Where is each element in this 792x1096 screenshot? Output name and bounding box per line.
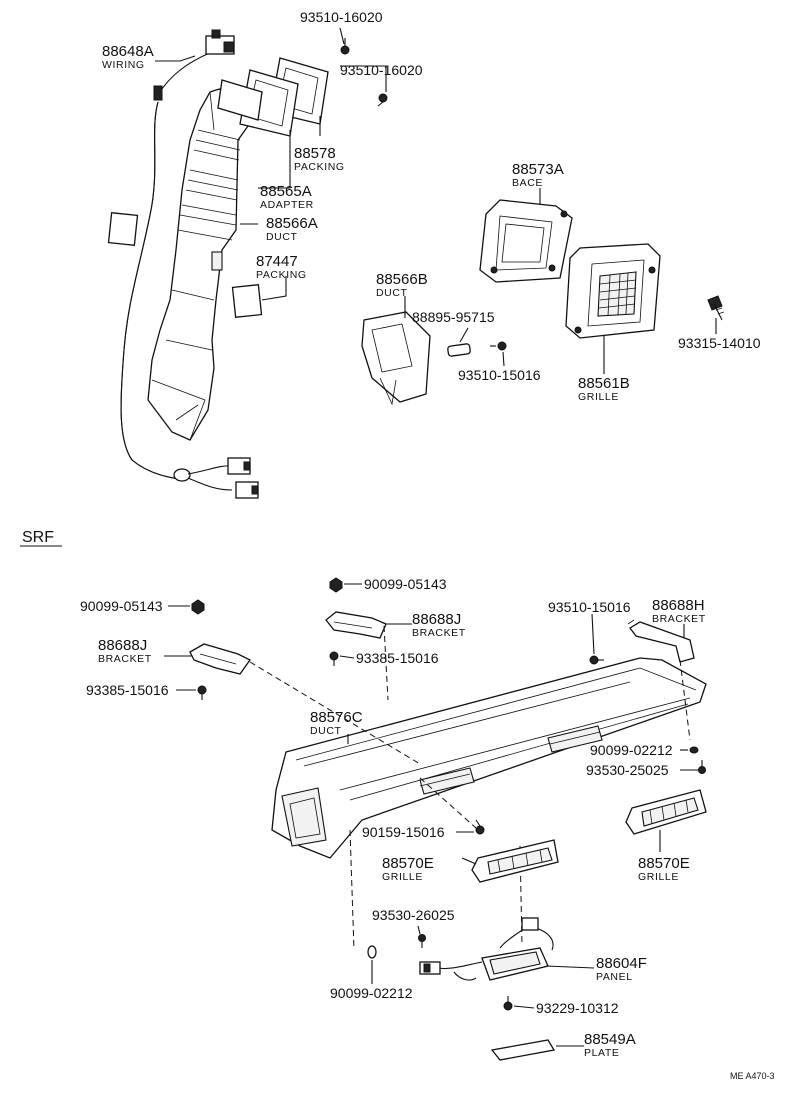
callout-c02-number: 93510-16020 bbox=[300, 9, 383, 25]
callout-c27-name: GRILLE bbox=[638, 871, 679, 883]
callout-c22-name: DUCT bbox=[310, 725, 342, 737]
grille-88561B-drawing bbox=[565, 243, 661, 339]
callout-c32-number: 88549A bbox=[584, 1031, 636, 1048]
bracket-88688H bbox=[629, 621, 695, 663]
callout-c27-number: 88570E bbox=[638, 855, 690, 872]
screw-93385-15016-mid bbox=[329, 651, 339, 666]
callout-c11-number: 93510-15016 bbox=[458, 367, 541, 383]
grille-88570E-center-drawing bbox=[471, 839, 559, 883]
panel-88604F-drawing bbox=[419, 917, 554, 981]
base-88573A-drawing bbox=[479, 199, 573, 283]
screw-90159-15016 bbox=[475, 819, 485, 835]
grille-88570E-right-drawing bbox=[625, 789, 707, 835]
screw-93229-10312 bbox=[503, 996, 513, 1011]
screw-93315-14010 bbox=[707, 295, 725, 321]
callout-c07-name: PACKING bbox=[256, 269, 307, 281]
screw-93530-26025 bbox=[418, 934, 426, 948]
callout-c30-number: 90099-02212 bbox=[330, 985, 413, 1001]
nut-90099-05143-left bbox=[191, 599, 205, 615]
callout-c09-number: 88566B bbox=[376, 271, 428, 288]
screw-93510-16020-b bbox=[377, 93, 388, 107]
bracket-88688J-left bbox=[189, 643, 251, 675]
clip-88895-95715 bbox=[447, 343, 471, 357]
callout-c01-name: WIRING bbox=[102, 59, 145, 71]
duct-88566A-drawing bbox=[147, 86, 271, 441]
callout-c17-number: 88688J bbox=[98, 637, 147, 654]
callout-c13-number: 93315-14010 bbox=[678, 335, 761, 351]
screw-93530-25025 bbox=[698, 760, 706, 774]
callout-c18-number: 93385-15016 bbox=[356, 650, 439, 666]
packing-pad-left bbox=[107, 212, 139, 246]
wiring-harness-drawing bbox=[120, 29, 259, 499]
washer-90099-02212-right bbox=[689, 746, 699, 754]
callout-c10-number: 88895-95715 bbox=[412, 309, 495, 325]
callout-c26-number: 88570E bbox=[382, 855, 434, 872]
callout-c14-number: 90099-05143 bbox=[364, 576, 447, 592]
callout-c09-name: DUCT bbox=[376, 287, 408, 299]
callout-c05-name: ADAPTER bbox=[260, 199, 314, 211]
callout-c08-name: BACE bbox=[512, 177, 543, 189]
callout-c21-name: BRACKET bbox=[652, 613, 706, 625]
packing-88578-drawing bbox=[217, 57, 329, 137]
callout-c16-number: 88688J bbox=[412, 611, 461, 628]
callout-c05-number: 88565A bbox=[260, 183, 312, 200]
callout-c16-name: BRACKET bbox=[412, 627, 466, 639]
callout-c25-number: 90159-15016 bbox=[362, 824, 445, 840]
callout-c26-name: GRILLE bbox=[382, 871, 423, 883]
plate-88549A bbox=[490, 1039, 556, 1061]
callout-c19-number: 93385-15016 bbox=[86, 682, 169, 698]
leader-lines-lower bbox=[164, 583, 698, 1047]
screw-93385-15016-left bbox=[197, 685, 207, 700]
callout-c29-number: 88604F bbox=[596, 955, 647, 972]
callout-c04-name: PACKING bbox=[294, 161, 345, 173]
callout-c31-number: 93229-10312 bbox=[536, 1000, 619, 1016]
callout-c32-name: PLATE bbox=[584, 1047, 619, 1059]
assembly-dashed-lines bbox=[249, 625, 691, 951]
callout-c08-number: 88573A bbox=[512, 161, 564, 178]
nut-90099-05143-top bbox=[329, 577, 343, 593]
callout-c20-number: 93510-15016 bbox=[548, 599, 631, 615]
duct-88576C-drawing bbox=[271, 657, 707, 859]
packing-pad-right bbox=[231, 284, 263, 318]
callout-c06-name: DUCT bbox=[266, 231, 298, 243]
screw-93510-15016-lower bbox=[589, 655, 604, 665]
figure-code: ME A470-3 bbox=[730, 1071, 775, 1081]
screw-93510-16020-a bbox=[340, 38, 350, 55]
bracket-88688J-upper bbox=[325, 611, 387, 639]
callout-c24-number: 93530-25025 bbox=[586, 762, 669, 778]
callout-c01-number: 88648A bbox=[102, 43, 154, 60]
callout-c22-number: 88576C bbox=[310, 709, 363, 726]
callout-c04-number: 88578 bbox=[294, 145, 336, 162]
callout-c28-number: 93530-26025 bbox=[372, 907, 455, 923]
section-label-srf: SRF bbox=[22, 529, 54, 546]
callout-c15-number: 90099-05143 bbox=[80, 598, 163, 614]
callout-c06-number: 88566A bbox=[266, 215, 318, 232]
callout-c29-name: PANEL bbox=[596, 971, 633, 983]
callout-c17-name: BRACKET bbox=[98, 653, 152, 665]
duct-88566B-drawing bbox=[361, 311, 431, 406]
callout-c03-number: 93510-16020 bbox=[340, 62, 423, 78]
callout-c12-name: GRILLE bbox=[578, 391, 619, 403]
screw-93510-15016-top bbox=[490, 341, 507, 351]
callout-c21-number: 88688H bbox=[652, 597, 705, 614]
washer-90099-02212-lower bbox=[367, 945, 377, 959]
callout-c12-number: 88561B bbox=[578, 375, 630, 392]
callout-c23-number: 90099-02212 bbox=[590, 742, 673, 758]
leader-lines-top bbox=[155, 27, 717, 374]
callout-c07-number: 87447 bbox=[256, 253, 298, 270]
